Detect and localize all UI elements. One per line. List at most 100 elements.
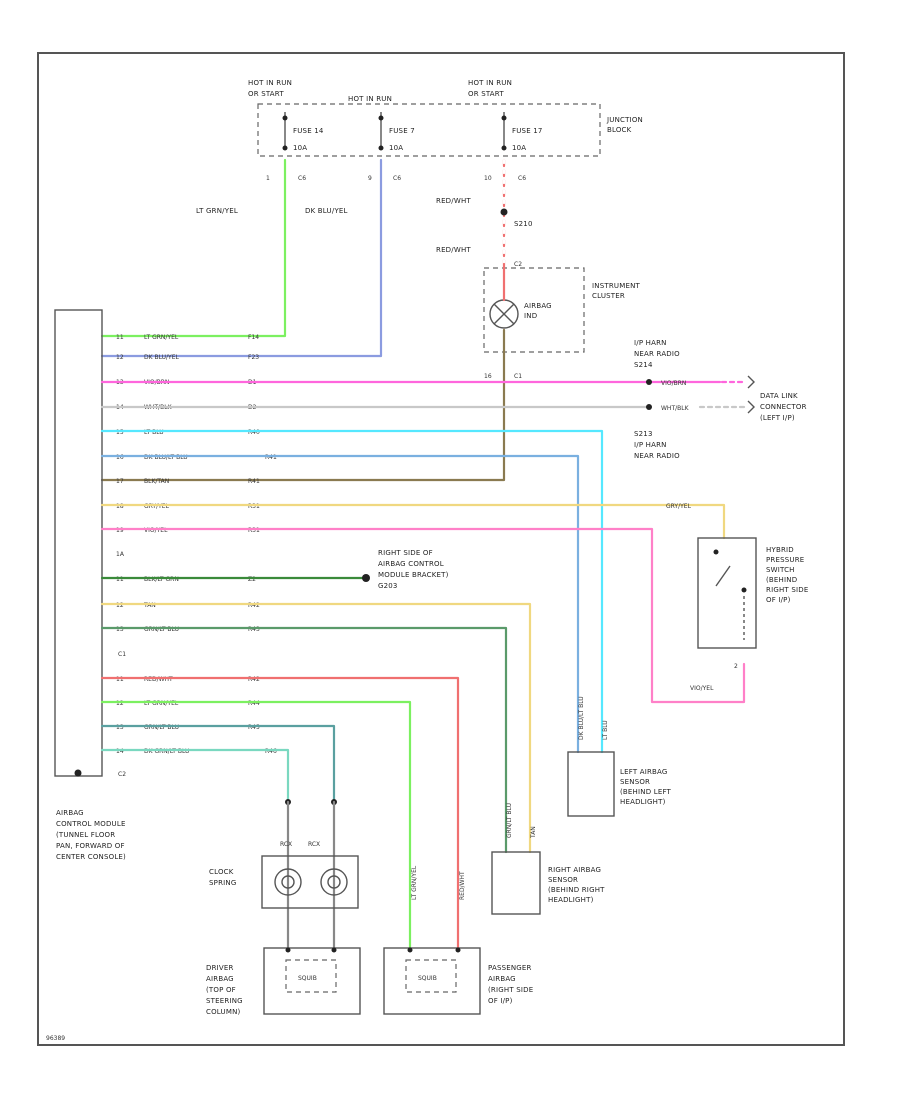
passenger-airbag-box [383,947,481,1015]
wire-dk-grn-lt-blu-clock [100,748,290,802]
fuse17-pin: 10 [484,175,492,182]
wire-lt-blu [100,429,604,754]
hybrid-label-d: (BEHIND [766,576,797,584]
c1-color: LT BLU [144,429,164,436]
wire-lt-grn-yel-passenger [100,700,412,950]
clock-spring-label-b: SPRING [209,879,236,887]
hybrid-pin: 2 [734,663,738,670]
fuse14-bottom-terminal [282,145,288,151]
fuse17-conn: C6 [518,175,526,182]
fuse17-label: FUSE 17 [512,127,543,135]
cluster-name: INSTRUMENT [592,282,641,290]
splice-s213-label-c: NEAR RADIO [634,452,680,460]
hybrid-label-f: OF I/P) [766,596,791,604]
hybrid-switch-lever [715,565,731,587]
clock-spring-coil-icon-2 [320,868,348,896]
clock-wire-1: RCX [280,841,292,848]
passenger-wire-1: LT GRN/YEL [411,865,418,900]
c1-color: BLK/TAN [144,478,169,485]
driver-airbag-label-b: AIRBAG [206,975,234,983]
wire-label-vio-yel: VIO/YEL [690,685,714,692]
c2-color: RED/WHT [144,676,173,683]
splice-s213-label-b: I/P HARN [634,441,667,449]
clock-spring-coil-inner [281,875,295,889]
wire-label-fuse17b: RED/WHT [436,246,471,254]
c1-color: DK BLU/YEL [144,354,179,361]
left-sensor-box [567,751,615,817]
junction-block-name: JUNCTION [606,116,643,124]
fuse17-top-terminal [501,115,507,121]
wire-label-wht-blk: WHT/BLK [661,405,690,412]
module-name-e: CENTER CONSOLE) [56,853,126,861]
c1-cav: R42 [248,602,260,609]
driver-airbag-terminal-2 [331,947,337,953]
hybrid-label-b: PRESSURE [766,556,804,564]
c1-pin: 13 [116,626,124,633]
wire-dk-blu-lt-blu [100,454,580,754]
fuse7-conn: C6 [393,175,401,182]
c1-pin: 19 [116,527,124,534]
hybrid-pressure-switch: HYBRID PRESSURE SWITCH (BEHIND RIGHT SID… [697,537,808,649]
ground-label-d: G203 [378,582,398,590]
diagram-frame [37,52,845,1046]
splice-s214-label-c: S214 [634,361,653,369]
splice-s214-label: I/P HARN [634,339,667,347]
hybrid-label: HYBRID [766,546,794,554]
hot-in-run-label-2: HOT IN RUN [348,95,392,103]
wire-vio-yel [100,527,746,704]
wire-grn-lt-blu [100,626,508,854]
ground-g203 [362,574,370,582]
c2-cav: R45 [248,724,260,731]
wire-blk-tan [100,328,506,482]
junction-block-box [257,103,601,157]
driver-squib-box [285,959,337,993]
c1-color: LT GRN/YEL [144,334,179,341]
cluster-box [483,267,585,353]
left-sensor-label-b: SENSOR [620,778,650,786]
c2-pin-rows: 11 RED/WHT R42 12 LT GRN/YEL R44 13 GRN/… [116,676,277,755]
airbag-control-module: AIRBAG CONTROL MODULE (TUNNEL FLOOR PAN,… [54,309,126,861]
module-name: AIRBAG [56,809,84,817]
passenger-airbag-label-c: (RIGHT SIDE [488,986,533,994]
ground-label: RIGHT SIDE OF [378,549,433,557]
c1-color: BLK/LT GRN [144,576,179,583]
right-sensor-wire-1: GRN/LT BLU [506,803,513,838]
clock-spring-coil-icon [274,868,302,896]
wire-grn-lt-blu-clock [100,724,336,802]
right-sensor-wire-2: TAN [530,826,537,839]
hybrid-switch-box [697,537,757,649]
c1-pin-rows: 11 LT GRN/YEL F14 12 DK BLU/YEL F23 13 V… [116,334,277,633]
passenger-airbag-label-d: OF I/P) [488,997,513,1005]
fuse17-bottom-terminal [501,145,507,151]
splice-s214 [646,379,652,385]
c1-cav: Z2 [248,576,256,583]
wire-label-gry-yel: GRY/YEL [666,503,692,510]
c1-pin: 12 [116,354,124,361]
splice-s210-label: S210 [514,220,533,228]
fuse14-conn: C6 [298,175,306,182]
c1-pin: 11 [116,576,124,583]
c1-cav: R43 [248,626,260,633]
driver-airbag-box [263,947,361,1015]
right-sensor-label: RIGHT AIRBAG [548,866,601,874]
c2-pin: 14 [116,748,124,755]
fuse14-amps: 10A [293,144,307,152]
fuse14-pin: 1 [266,175,270,182]
c1-pin: 11 [116,334,124,341]
module-c2-label: C2 [118,771,126,778]
c1-cav: R31 [248,527,260,534]
hybrid-switch-contact [713,549,719,555]
hot-in-run-label-3b: OR START [468,90,504,98]
module-name-b: CONTROL MODULE [56,820,126,828]
clock-spring-label: CLOCK [209,868,234,876]
module-box [54,309,103,777]
left-sensor-label-c: (BEHIND LEFT [620,788,672,796]
junction-block-name-b: BLOCK [607,126,632,134]
passenger-airbag-terminal-2 [455,947,461,953]
left-airbag-sensor: DK BLU/LT BLU LT BLU LEFT AIRBAG SENSOR … [567,696,672,817]
dlc-connector-icon [747,375,755,389]
c2-pin: 13 [116,724,124,731]
dlc-label: DATA LINK [760,392,798,400]
c1-pin: 1A [116,551,125,558]
